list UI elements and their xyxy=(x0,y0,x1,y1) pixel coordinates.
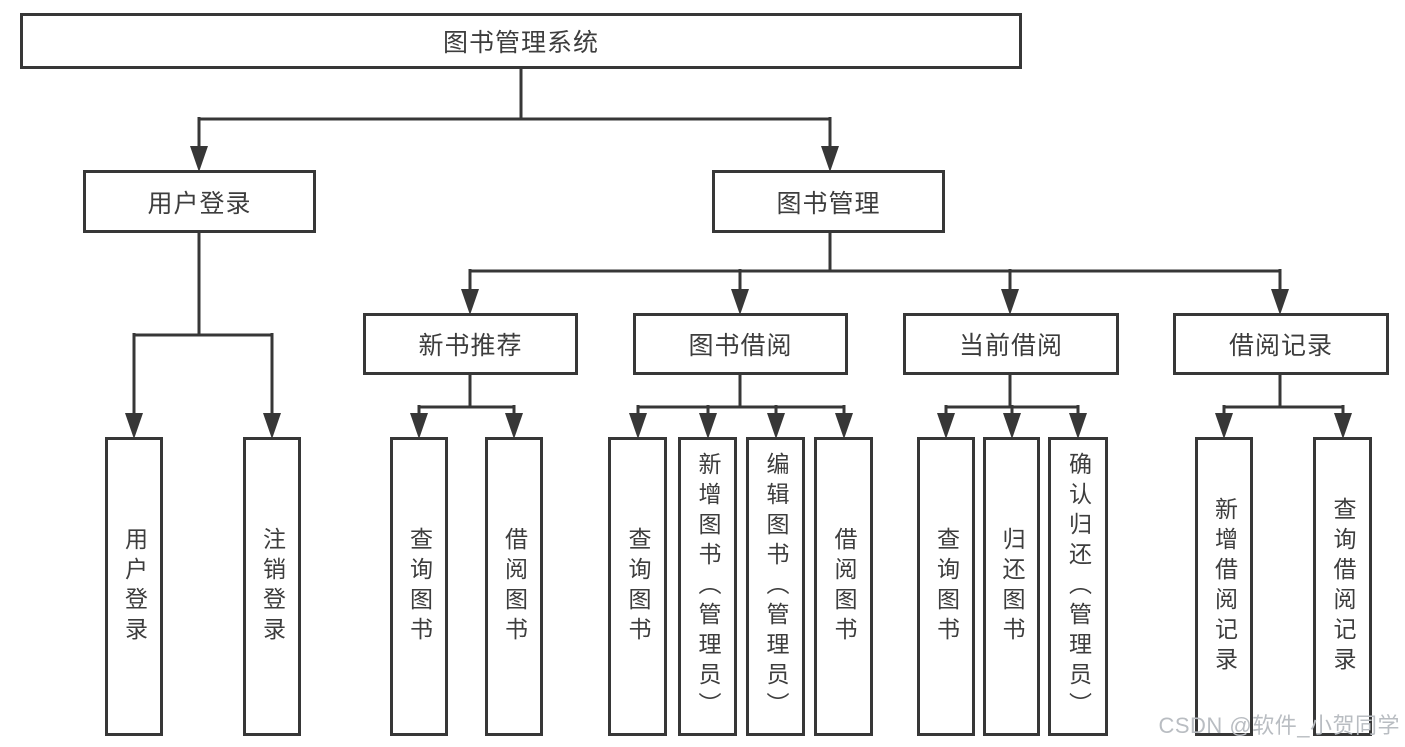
arrowhead-icon xyxy=(410,413,428,439)
node-label: 图书借阅 xyxy=(688,332,793,360)
node-label: 新书推荐 xyxy=(418,332,523,360)
arrowhead-icon xyxy=(937,413,955,439)
arrowhead-icon xyxy=(1001,289,1019,315)
node-query-books-recommend: 查询图书 xyxy=(390,437,448,736)
connector-book-management-to-level3 xyxy=(461,233,1289,315)
connector-user-login-to-children xyxy=(125,233,281,439)
arrowhead-icon xyxy=(629,413,647,439)
node-label: 查询借阅记录 xyxy=(1330,496,1356,677)
node-borrow-books-borrowing: 借阅图书 xyxy=(814,437,873,736)
node-logout-action: 注销登录 xyxy=(243,437,301,736)
node-new-book-recommendation: 新书推荐 xyxy=(363,313,578,375)
node-borrow-books-recommend: 借阅图书 xyxy=(485,437,543,736)
node-label: 图书管理系统 xyxy=(442,29,599,57)
connector-borrowing-records-to-children xyxy=(1215,375,1352,439)
node-confirm-return-admin: 确认归还（管理员） xyxy=(1048,437,1108,736)
arrowhead-icon xyxy=(1271,289,1289,315)
arrowhead-icon xyxy=(1069,413,1087,439)
arrowhead-icon xyxy=(835,413,853,439)
connector-new-book-recommendation-to-children xyxy=(410,375,523,439)
node-query-books-current: 查询图书 xyxy=(917,437,975,736)
node-label: 借阅图书 xyxy=(831,526,857,647)
connector-book-borrowing-to-children xyxy=(629,375,853,439)
node-borrowing-records: 借阅记录 xyxy=(1173,313,1389,375)
node-label: 新增图书（管理员） xyxy=(695,451,721,722)
node-label: 编辑图书（管理员） xyxy=(763,451,789,722)
node-user-login-action: 用户登录 xyxy=(105,437,163,736)
node-label: 查询图书 xyxy=(933,526,960,647)
node-label: 查询图书 xyxy=(625,526,651,647)
arrowhead-icon xyxy=(1003,413,1021,439)
node-label: 借阅图书 xyxy=(501,526,528,647)
node-label: 当前借阅 xyxy=(958,332,1063,360)
node-user-login: 用户登录 xyxy=(83,170,316,233)
arrowhead-icon xyxy=(731,289,749,315)
arrowhead-icon xyxy=(263,413,281,439)
node-label: 用户登录 xyxy=(121,526,148,647)
node-query-books-borrowing: 查询图书 xyxy=(608,437,667,736)
node-query-borrow-record: 查询借阅记录 xyxy=(1313,437,1372,736)
node-add-books-admin: 新增图书（管理员） xyxy=(678,437,737,736)
node-label: 用户登录 xyxy=(147,189,252,218)
arrowhead-icon xyxy=(1334,413,1352,439)
arrowhead-icon xyxy=(1215,413,1233,439)
arrowhead-icon xyxy=(125,413,143,439)
arrowhead-icon xyxy=(190,146,208,172)
connector-root-to-level2 xyxy=(190,69,839,172)
arrowhead-icon xyxy=(699,413,717,439)
node-book-management: 图书管理 xyxy=(712,170,945,233)
node-book-borrowing: 图书借阅 xyxy=(633,313,848,375)
node-label: 注销登录 xyxy=(259,526,286,647)
node-label: 新增借阅记录 xyxy=(1211,496,1238,677)
node-label: 图书管理 xyxy=(776,189,881,218)
node-add-borrow-record: 新增借阅记录 xyxy=(1195,437,1253,736)
node-current-borrowing: 当前借阅 xyxy=(903,313,1119,375)
node-return-books: 归还图书 xyxy=(983,437,1040,736)
arrowhead-icon xyxy=(821,146,839,172)
arrowhead-icon xyxy=(767,413,785,439)
node-label: 确认归还（管理员） xyxy=(1065,451,1092,722)
node-label: 查询图书 xyxy=(406,526,433,647)
node-edit-books-admin: 编辑图书（管理员） xyxy=(746,437,805,736)
node-label: 借阅记录 xyxy=(1228,332,1333,360)
arrowhead-icon xyxy=(461,289,479,315)
csdn-watermark: CSDN @软件_小贺同学 xyxy=(1158,713,1400,738)
node-library-management-system: 图书管理系统 xyxy=(20,13,1022,69)
arrowhead-icon xyxy=(505,413,523,439)
node-label: 归还图书 xyxy=(999,526,1025,647)
connector-current-borrowing-to-children xyxy=(937,375,1087,439)
